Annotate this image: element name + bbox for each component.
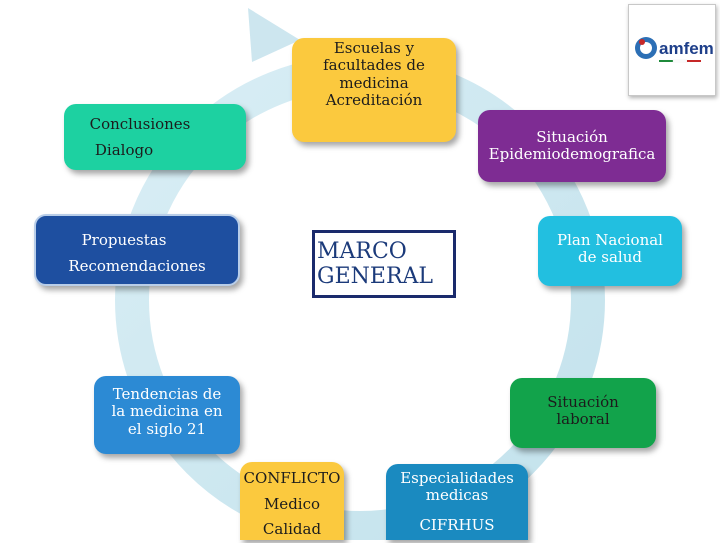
marco-general-box: MARCO GENERAL [312, 230, 456, 298]
escuelas-line-2: facultades de [323, 56, 425, 75]
situacion-epi-line-2: Epidemiodemografica [488, 145, 656, 163]
plan-line-2: de salud [578, 248, 642, 267]
conclusiones-line-1: Conclusiones [89, 114, 191, 133]
conclusiones-line-2: Dialogo [94, 141, 154, 159]
marco-line-2: GENERAL [317, 264, 434, 290]
propuestas-line-2: Recomendaciones [68, 256, 206, 275]
situacion-laboral-box: Situación laboral [510, 378, 656, 448]
plan-line-1: Plan Nacional [557, 231, 663, 249]
escuelas-line-3: medicina [339, 73, 409, 92]
tendencias-line-3: el siglo 21 [127, 419, 207, 438]
propuestas-line-1: Propuestas [81, 231, 167, 249]
propuestas-box: Propuestas Recomendaciones [34, 214, 240, 286]
escuelas-box: Escuelas y facultades de medicina Acredi… [292, 38, 456, 142]
logo-text: amfem [659, 39, 714, 58]
tendencias-box: Tendencias de la medicina en el siglo 21 [94, 376, 240, 454]
especialidades-line-2: medicas [425, 486, 489, 505]
laboral-line-1: Situación [547, 393, 619, 411]
cycle-arrow-head [248, 8, 300, 62]
conflicto-line-2: Medico [263, 494, 321, 513]
situacion-epidemiodemografica-box: Situación Epidemiodemografica [478, 110, 666, 182]
amfem-logo-icon: amfem [635, 37, 714, 63]
conflicto-box: CONFLICTO Medico Calidad [240, 462, 344, 540]
laboral-line-2: laboral [556, 410, 610, 429]
escuelas-line-1: Escuelas y [333, 39, 415, 57]
conflicto-line-1: CONFLICTO [243, 469, 341, 487]
especialidades-line-3: CIFRHUS [419, 515, 495, 534]
marco-line-1: MARCO [317, 239, 407, 264]
tendencias-line-2: la medicina en [111, 402, 223, 421]
especialidades-box: Especialidades medicas CIFRHUS [386, 464, 528, 540]
conflicto-line-3: Calidad [262, 520, 322, 538]
amfem-logo: amfem [628, 4, 716, 96]
tendencias-line-1: Tendencias de [112, 385, 222, 403]
situacion-epi-line-1: Situación [536, 127, 608, 146]
especialidades-line-1: Especialidades [400, 469, 514, 487]
escuelas-line-4: Acreditación [325, 90, 423, 109]
conclusiones-box: Conclusiones Dialogo [64, 104, 246, 170]
plan-nacional-box: Plan Nacional de salud [538, 216, 682, 286]
